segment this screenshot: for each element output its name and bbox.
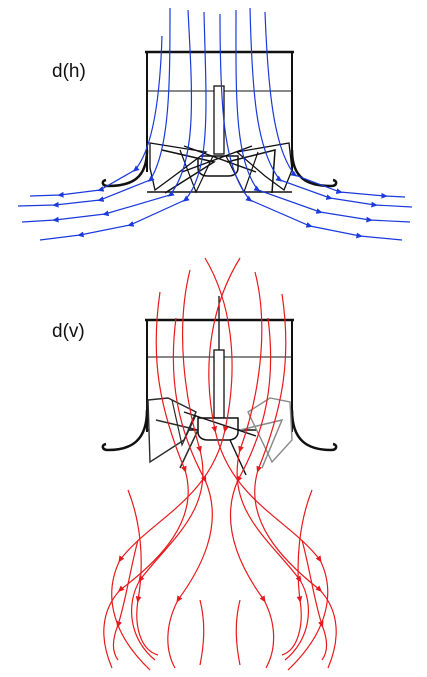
drive-shaft <box>213 349 225 419</box>
streamline <box>17 7 171 208</box>
streamline <box>219 13 403 241</box>
flange-left <box>101 149 149 188</box>
flange-right <box>290 409 338 452</box>
streamline <box>112 539 139 661</box>
streamline <box>254 293 337 669</box>
impeller-arm <box>183 145 257 173</box>
streamline <box>236 271 309 661</box>
streamline <box>29 35 163 198</box>
streamline <box>39 11 207 241</box>
impeller-arm <box>181 145 253 173</box>
flange-right <box>290 149 338 188</box>
flange-left <box>101 409 149 452</box>
streamline <box>131 269 204 661</box>
streamline <box>167 317 213 669</box>
streamline <box>235 599 241 666</box>
streamline <box>199 599 205 666</box>
streamline <box>301 539 328 661</box>
hub <box>197 417 239 441</box>
impeller-blade <box>226 149 276 194</box>
streamline <box>281 489 313 656</box>
panel-label-horizontal: d(h) <box>52 61 86 82</box>
streamline <box>21 9 193 223</box>
panel-label-vertical: d(v) <box>52 321 85 342</box>
streamline <box>235 9 411 223</box>
streamlines-horizontal <box>17 7 413 241</box>
streamlines-vertical <box>103 257 337 671</box>
streamline <box>229 317 275 669</box>
impeller-blade <box>179 149 214 194</box>
streamline <box>249 7 413 208</box>
tank-structure-horizontal <box>101 50 338 194</box>
impeller-blade <box>161 149 216 194</box>
streamline <box>264 11 406 199</box>
streamline <box>127 489 159 656</box>
